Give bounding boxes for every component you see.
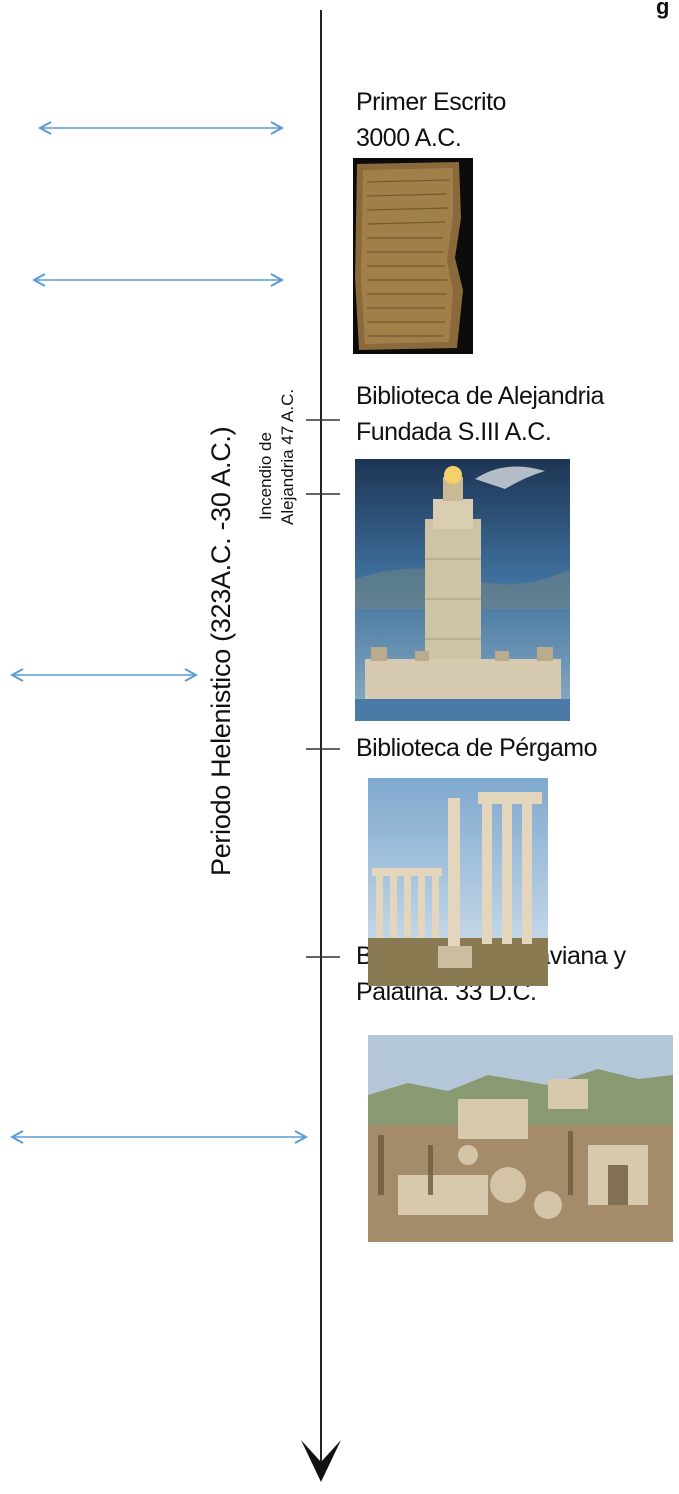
event-title: Biblioteca de Pérgamo [356, 734, 598, 762]
event-date: Fundada S.III A.C. [356, 418, 552, 446]
lighthouse-icon [355, 459, 570, 721]
periodo-helenistico-label: Periodo Helenistico (323A.C. -30 A.C.) [206, 426, 236, 876]
event-title: Primer Escrito [356, 88, 506, 116]
incendio-label-line1: Incendio de [256, 432, 275, 520]
incendio-label-line2: Alejandria 47 A.C. [278, 388, 297, 525]
clay-tablet-icon [353, 158, 473, 354]
heading-fragment: g [656, 0, 670, 19]
event-label-primer-escrito: Primer Escrito 3000 A.C. [356, 84, 506, 156]
event-date: 3000 A.C. [356, 124, 462, 152]
event-label-pergamo: Biblioteca de Pérgamo [356, 730, 598, 766]
axis-arrowhead [301, 1440, 341, 1482]
event-label-alejandria: Biblioteca de Alejandria Fundada S.III A… [356, 378, 604, 450]
roman-forum-icon [368, 1035, 673, 1242]
ruins-columns-icon [368, 778, 548, 986]
event-title: Biblioteca de Alejandria [356, 382, 604, 410]
